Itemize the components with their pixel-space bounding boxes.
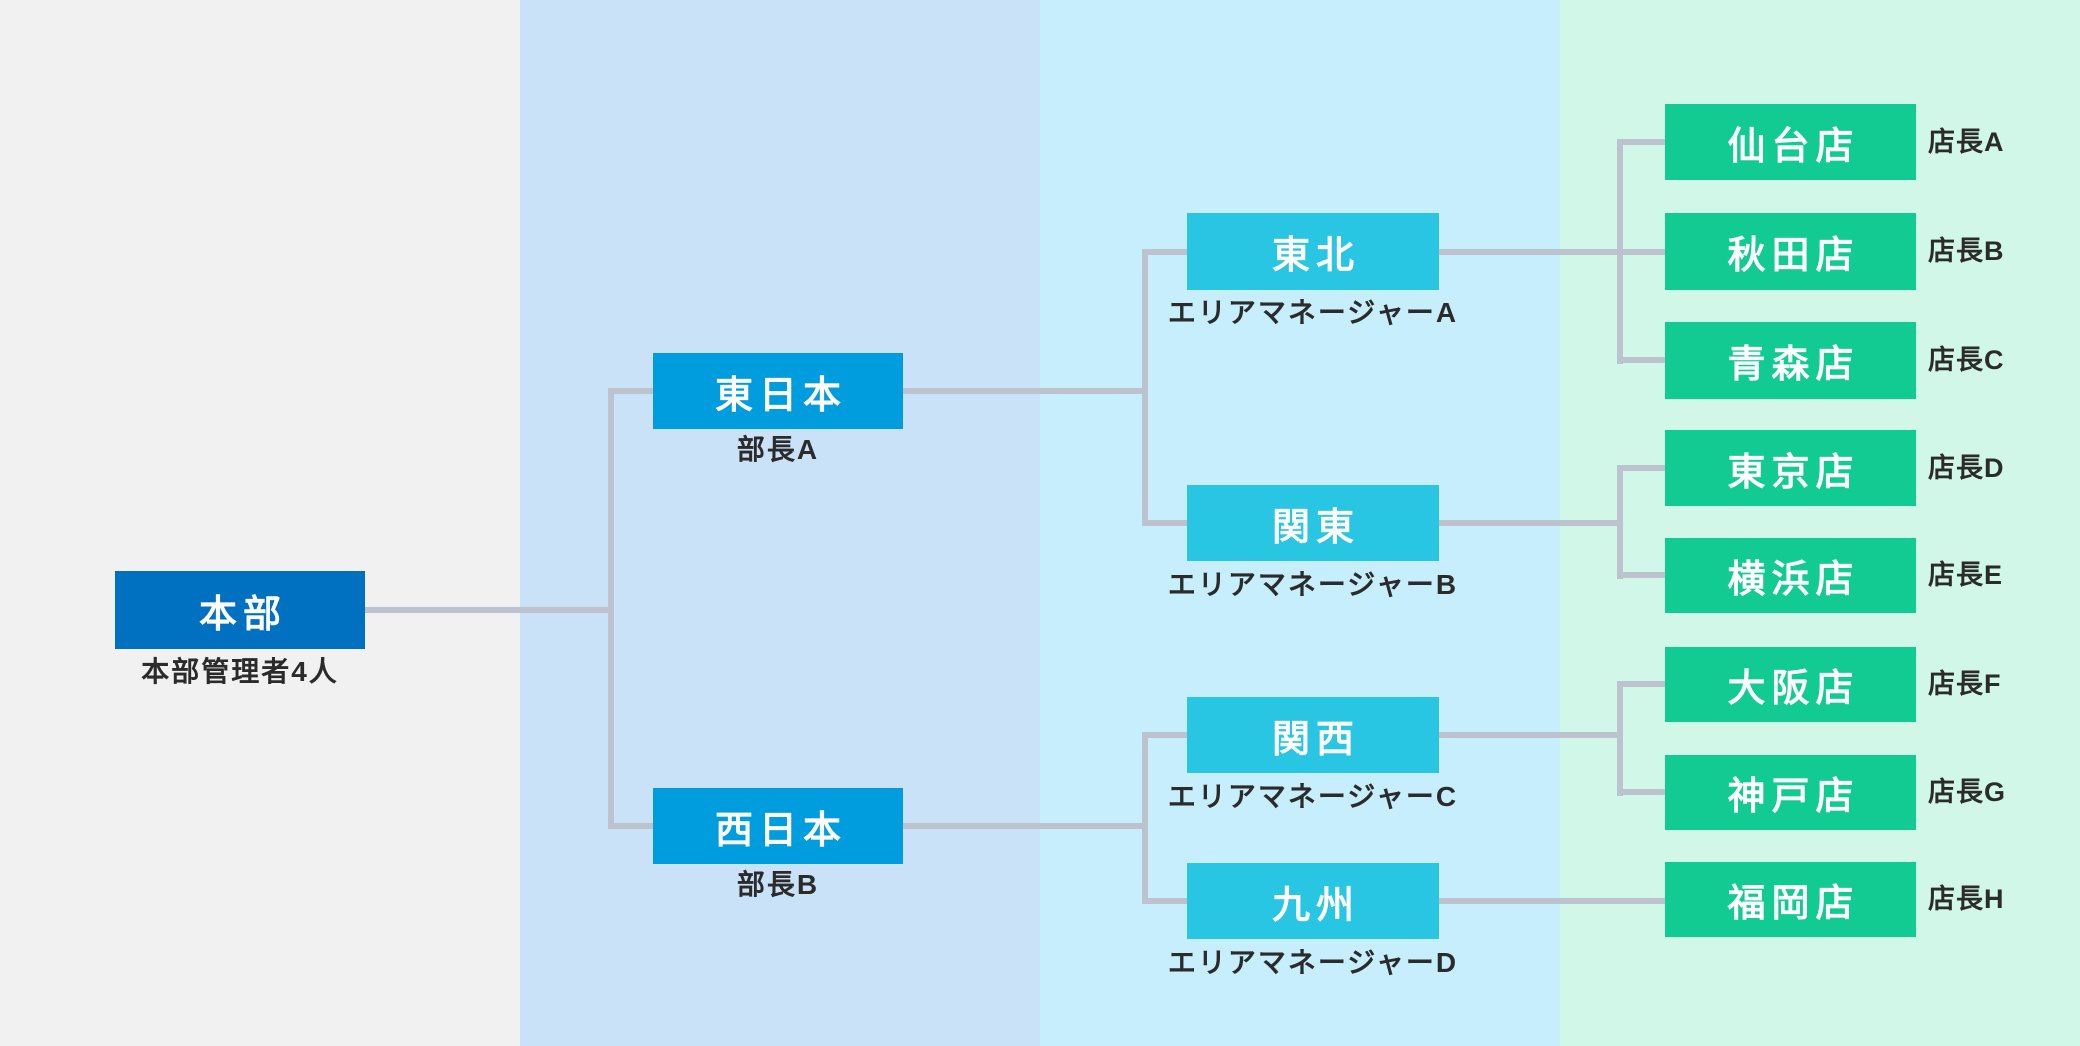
connector-west-japan-vertical: [1142, 732, 1148, 904]
connector-east-japan-vertical: [1142, 249, 1148, 526]
west-japan-sublabel: 部長B: [736, 869, 820, 900]
connector-west-japan-trunk: [903, 823, 1148, 829]
node-east-japan: 東日本: [653, 353, 903, 429]
node-west-japan: 西日本: [653, 788, 903, 864]
node-store-osaka: 大阪店: [1665, 647, 1916, 722]
connector-to-east-japan: [608, 388, 653, 394]
connector-east-japan-trunk: [903, 388, 1148, 394]
tohoku-sublabel: エリアマネージャーA: [1167, 297, 1459, 328]
connector-to-tohoku: [1142, 249, 1187, 255]
connector-to-osaka: [1617, 681, 1665, 687]
connector-hq-vertical: [608, 388, 614, 829]
yokohama-manager-label: 店長E: [1928, 560, 2004, 590]
osaka-manager-label: 店長F: [1928, 669, 2002, 699]
akita-manager-label: 店長B: [1928, 236, 2005, 266]
node-kansai: 関西: [1187, 697, 1439, 773]
connector-to-aomori: [1617, 357, 1665, 363]
connector-to-west-japan: [608, 823, 653, 829]
kobe-manager-label: 店長G: [1928, 777, 2007, 807]
node-store-akita: 秋田店: [1665, 213, 1916, 290]
fukuoka-manager-label: 店長H: [1928, 884, 2005, 914]
connector-kanto-vertical: [1617, 465, 1623, 579]
band-region-column: [520, 0, 1040, 1046]
connector-kansai-vertical: [1617, 681, 1623, 796]
connector-tohoku-trunk: [1439, 249, 1623, 255]
connector-to-kyushu: [1142, 898, 1187, 904]
node-store-yokohama: 横浜店: [1665, 538, 1916, 613]
connector-kansai-trunk: [1439, 732, 1623, 738]
band-headquarters-column: [0, 0, 520, 1046]
connector-to-kanto: [1142, 520, 1187, 526]
connector-to-kobe: [1617, 789, 1665, 795]
connector-hq-trunk: [365, 607, 614, 613]
kansai-sublabel: エリアマネージャーC: [1167, 781, 1459, 812]
node-kanto: 関東: [1187, 485, 1439, 561]
node-tohoku: 東北: [1187, 213, 1439, 290]
kyushu-sublabel: エリアマネージャーD: [1167, 947, 1459, 978]
aomori-manager-label: 店長C: [1928, 345, 2005, 375]
connector-to-yokohama: [1617, 572, 1665, 578]
sendai-manager-label: 店長A: [1928, 127, 2005, 157]
tokyo-manager-label: 店長D: [1928, 453, 2005, 483]
connector-to-sendai: [1617, 139, 1665, 145]
east-japan-sublabel: 部長A: [736, 434, 820, 465]
connector-to-tokyo: [1617, 465, 1665, 471]
node-store-kobe: 神戸店: [1665, 755, 1916, 830]
headquarters-sublabel: 本部管理者4人: [141, 656, 339, 687]
node-store-aomori: 青森店: [1665, 322, 1916, 399]
node-store-sendai: 仙台店: [1665, 104, 1916, 180]
node-kyushu: 九州: [1187, 863, 1439, 939]
connector-to-akita: [1617, 249, 1665, 255]
node-store-tokyo: 東京店: [1665, 430, 1916, 506]
kanto-sublabel: エリアマネージャーB: [1167, 569, 1459, 600]
connector-to-kansai: [1142, 732, 1187, 738]
node-store-fukuoka: 福岡店: [1665, 862, 1916, 937]
connector-kyushu-to-fukuoka: [1439, 898, 1665, 904]
node-headquarters: 本部: [115, 571, 365, 649]
connector-kanto-trunk: [1439, 520, 1623, 526]
